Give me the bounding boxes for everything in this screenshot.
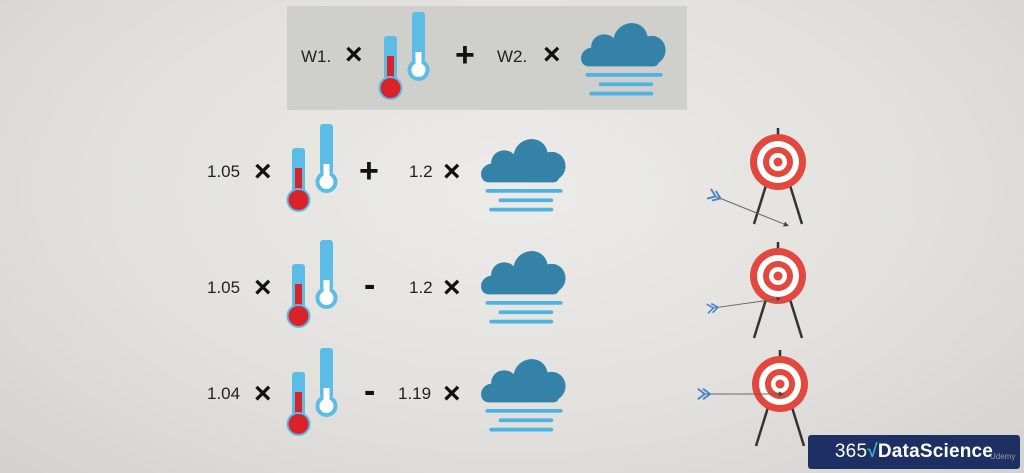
plus-icon: + xyxy=(455,36,475,74)
row-3-coef-2: 1.19 xyxy=(398,384,432,403)
multiply-icon: × xyxy=(345,38,363,71)
multiply-icon: × xyxy=(443,377,461,410)
weight-1-label: W1. xyxy=(301,47,332,66)
brand-logo: 365√DataScience xyxy=(808,435,1020,469)
thermometer-icon xyxy=(284,348,348,438)
multiply-icon: × xyxy=(443,155,461,188)
row-1-operator: + xyxy=(359,152,379,190)
row-3-operator: - xyxy=(364,372,376,410)
arrow-icon xyxy=(696,385,784,403)
fog-cloud-icon xyxy=(478,128,572,218)
row-2-operator: - xyxy=(364,266,376,304)
logo-brand-name: DataScience xyxy=(877,441,994,462)
thermometer-icon xyxy=(284,124,348,214)
thermometer-icon xyxy=(376,12,440,102)
watermark-text: Udemy xyxy=(990,452,1016,461)
multiply-icon: × xyxy=(254,155,272,188)
multiply-icon: × xyxy=(254,377,272,410)
multiply-icon: × xyxy=(254,271,272,304)
fog-cloud-icon xyxy=(578,12,672,102)
logo-sqrt-symbol: √ xyxy=(867,441,878,462)
row-1-coef-2: 1.2 xyxy=(409,162,433,181)
row-1-coef-1: 1.05 xyxy=(207,162,241,181)
logo-number: 365 xyxy=(834,441,868,462)
multiply-icon: × xyxy=(443,271,461,304)
row-3-coef-1: 1.04 xyxy=(207,384,241,403)
multiply-icon: × xyxy=(543,38,561,71)
row-2-coef-1: 1.05 xyxy=(207,278,241,297)
row-2-coef-2: 1.2 xyxy=(409,278,433,297)
weight-2-label: W2. xyxy=(497,47,528,66)
fog-cloud-icon xyxy=(478,348,572,438)
thermometer-icon xyxy=(284,240,348,330)
fog-cloud-icon xyxy=(478,240,572,330)
